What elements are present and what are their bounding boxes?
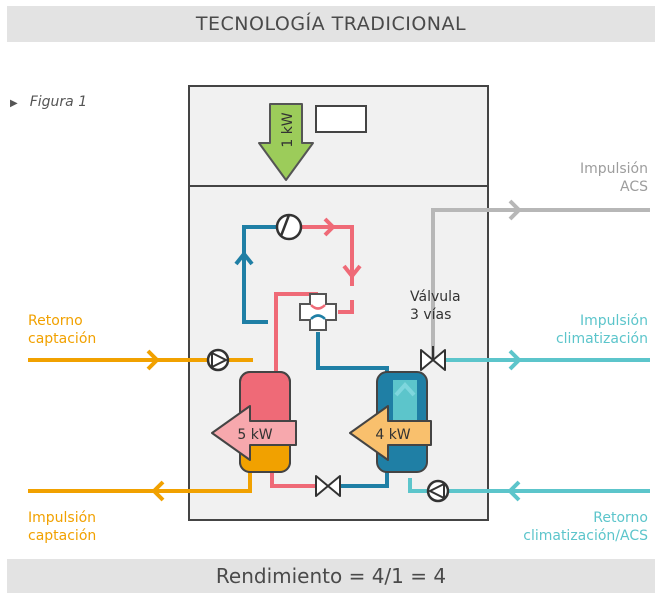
impulsion-clima-line2: climatización xyxy=(555,331,648,347)
retorno-clima-line1: Retorno xyxy=(593,510,648,526)
retorno-captacion-label: Retorno captación xyxy=(28,312,96,348)
impulsion-acs-line1: Impulsión xyxy=(579,161,648,177)
sink-up-arrow xyxy=(394,382,416,397)
retorno-climatizacion-label: Retorno climatización/ACS xyxy=(480,509,648,545)
refrigerant-red-pipe-top xyxy=(298,225,354,286)
compressor-power-label: 1 kW xyxy=(280,112,296,147)
valve-red-curve xyxy=(310,304,326,310)
source-return-arrow xyxy=(146,349,160,371)
impulsion-clima-line1: Impulsión xyxy=(579,313,648,329)
compressor-line xyxy=(279,214,291,237)
source-pump-triangle xyxy=(211,351,229,369)
four-way-valve xyxy=(299,293,337,331)
retorno-clima-line2: climatización/ACS xyxy=(523,528,648,544)
clima-supply-arrow xyxy=(508,349,522,371)
title-banner: TECNOLOGÍA TRADICIONAL xyxy=(7,6,655,42)
source-power-label: 5 kW xyxy=(237,427,272,443)
clima-return-arrow xyxy=(507,480,521,502)
impulsion-captacion-label: Impulsión captación xyxy=(28,509,96,545)
source-exchanger-bottom xyxy=(241,440,289,471)
sink-power-label: 4 kW xyxy=(375,427,410,443)
source-supply-arrow xyxy=(151,480,165,502)
clima-pump-triangle xyxy=(427,482,445,500)
red-right-arrow xyxy=(323,217,336,237)
valvula-line1: Válvula xyxy=(410,289,461,305)
acs-arrow-head xyxy=(508,199,522,221)
impulsion-captacion-line1: Impulsión xyxy=(28,510,97,526)
caret-right-icon: ▶ xyxy=(10,98,18,109)
compressor-power-arrow xyxy=(258,103,314,181)
valvula-line2: 3 vías xyxy=(410,307,452,323)
refrigerant-blue-pipe-left xyxy=(242,225,280,324)
retorno-captacion-line2: captación xyxy=(28,331,97,347)
valvula-label: Válvula 3 vías xyxy=(410,288,461,324)
refrigerant-red-pipe-valve xyxy=(338,300,354,314)
figure-label: Figura 1 xyxy=(29,94,88,110)
source-supply-pipe xyxy=(28,472,252,493)
acs-supply-pipe xyxy=(431,208,650,360)
impulsion-captacion-line2: captación xyxy=(28,528,97,544)
figure-caption: ▶ Figura 1 xyxy=(10,94,87,110)
refrigerant-red-pipe-bottom xyxy=(270,472,316,488)
impulsion-acs-label: Impulsión ACS xyxy=(540,160,648,196)
red-down-arrow xyxy=(342,264,362,280)
refrigerant-blue-pipe-bottom xyxy=(340,472,389,488)
retorno-captacion-line1: Retorno xyxy=(28,313,83,329)
refrigerant-red-pipe-left xyxy=(274,292,318,372)
impulsion-acs-line2: ACS xyxy=(620,179,648,195)
expansion-valve xyxy=(315,475,341,497)
clima-return-pipe xyxy=(408,478,650,493)
display-panel xyxy=(315,105,367,133)
sink-power-arrow xyxy=(349,405,432,461)
blue-up-arrow xyxy=(234,250,254,266)
impulsion-climatizacion-label: Impulsión climatización xyxy=(500,312,648,348)
source-power-arrow xyxy=(211,405,297,461)
valve-blue-curve xyxy=(310,314,326,320)
performance-banner: Rendimiento = 4/1 = 4 xyxy=(7,559,655,593)
